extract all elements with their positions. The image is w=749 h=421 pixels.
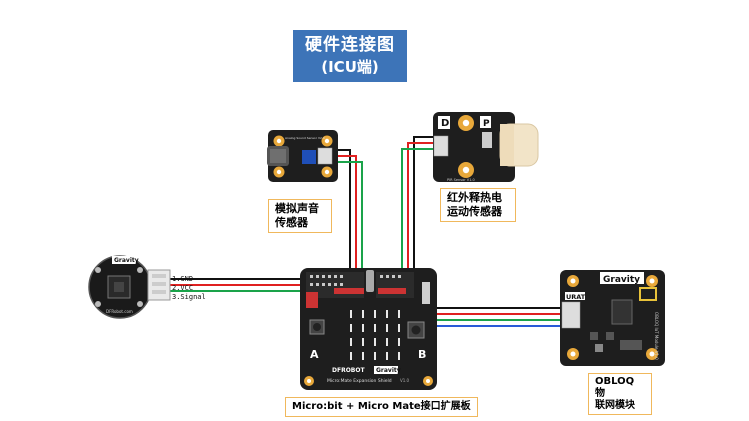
obloq-gravity: Gravity (603, 275, 640, 285)
label-iot-module: OBLOQ 物 联网模块 (588, 373, 652, 415)
led-matrix (350, 310, 400, 360)
wire-sound-black (338, 149, 351, 272)
label-sound-sensor: 模拟声音 传感器 (268, 199, 332, 233)
heart-sensor-brand: DFRobot.com (106, 309, 133, 314)
label-board: Micro:bit + Micro Mate接口扩展板 (285, 397, 478, 417)
sound-sensor-wires (338, 149, 363, 272)
diagram-title: 硬件连接图 (ICU端) (293, 30, 407, 82)
wire-pir-red (407, 142, 433, 272)
obloq-side-text: OBLOQ IoT Module V1.0 (654, 312, 659, 360)
wire-label-vcc: 2.VCC (172, 284, 193, 292)
label-pir-sensor-line2: 运动传感器 (447, 205, 502, 218)
obloq-urat: URAT (566, 293, 586, 301)
sound-sensor-silkscreen: Analog Sound Sensor V2.0 (285, 136, 325, 140)
analog-sound-sensor: Analog Sound Sensor V2.0 (267, 130, 338, 182)
wire-label-gnd: 1.GND (172, 275, 193, 283)
title-line-2: (ICU端) (321, 58, 379, 76)
heart-rate-sensor: Gravity DFRobot.com (88, 255, 171, 319)
label-sound-sensor-line2: 传感器 (275, 216, 308, 229)
button-a-label: A (310, 348, 319, 361)
wire-pir-black (413, 136, 433, 272)
label-iot-module-line1: OBLOQ 物 (595, 376, 635, 399)
label-board-text: Micro:bit + Micro Mate接口扩展板 (292, 401, 471, 412)
wire-label-signal: 3.Signal (172, 293, 206, 301)
svg-text:D: D (441, 118, 449, 129)
obloq-iot-module: Gravity URAT OBLOQ IoT Module V1.0 (560, 270, 665, 366)
label-sound-sensor-line1: 模拟声音 (275, 202, 319, 215)
header-pins (310, 275, 401, 286)
label-pir-sensor: 红外释热电 运动传感器 (440, 188, 516, 222)
label-iot-module-line2: 联网模块 (595, 400, 635, 411)
pir-sensor-wires (401, 136, 433, 272)
svg-text:P: P (483, 119, 490, 129)
heart-sensor-gravity: Gravity (114, 257, 139, 264)
label-pir-sensor-line1: 红外释热电 (447, 191, 502, 204)
title-line-1: 硬件连接图 (305, 35, 395, 55)
wire-pir-green (401, 148, 433, 272)
pir-sensor-silkscreen: PIR Sensor V1.0 (447, 178, 475, 182)
button-b-label: B (418, 348, 426, 361)
board-brand: DFROBOT (332, 367, 365, 374)
d-badge-icon (438, 116, 450, 129)
pir-motion-sensor: D P PIR Sensor V1.0 (433, 112, 539, 182)
wire-sound-red (338, 155, 357, 272)
microbit-expansion-board: A B DFROBOT Gravity Micro:Mate Expansion… (300, 268, 437, 390)
antenna-icon (639, 287, 657, 301)
info-badge-icon (480, 116, 491, 128)
board-gravity: Gravity (376, 367, 401, 374)
wire-sound-green (338, 161, 363, 272)
board-version: V1.0 (400, 378, 410, 383)
board-name: Micro:Mate Expansion Shield (327, 378, 392, 384)
